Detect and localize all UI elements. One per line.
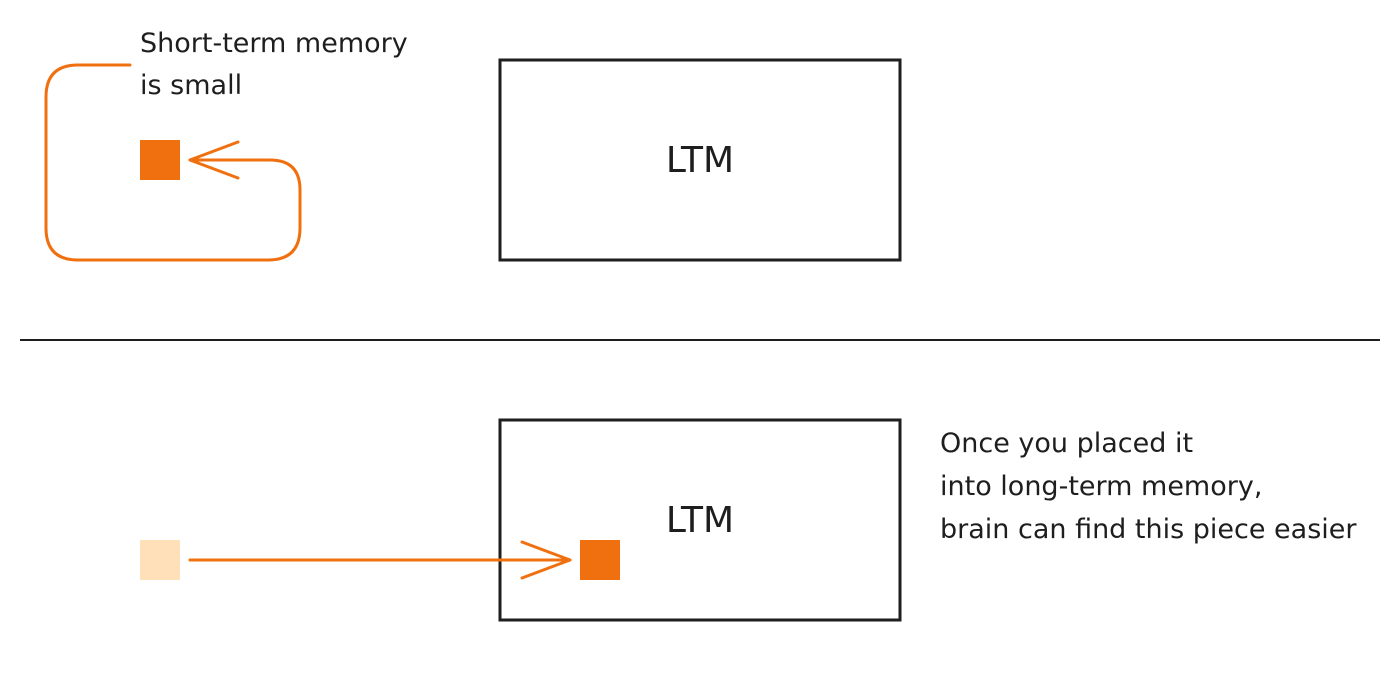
transfer-arrowhead <box>520 540 572 580</box>
faded-memory-block <box>140 540 180 580</box>
stm-loop-arrow <box>44 63 302 262</box>
ltm-box-bottom <box>498 418 902 622</box>
stored-memory-block <box>580 540 620 580</box>
ltm-note-line-2: into long-term memory, <box>940 471 1262 502</box>
stm-note-line-2: is small <box>140 70 242 101</box>
ltm-box-top <box>498 58 902 262</box>
ltm-label-top: LTM <box>666 140 734 181</box>
top-panel: Short-term memory is small LTM <box>44 28 902 262</box>
stm-memory-block <box>140 140 180 180</box>
stm-note-line-1: Short-term memory <box>140 28 408 59</box>
ltm-note-line-3: brain can find this piece easier <box>940 514 1357 545</box>
stm-loop-arrowhead <box>188 140 240 180</box>
bottom-panel: LTM Once you placed it into long-term me… <box>140 418 1357 622</box>
ltm-label-bottom: LTM <box>666 500 734 541</box>
ltm-note-line-1: Once you placed it <box>940 428 1193 459</box>
